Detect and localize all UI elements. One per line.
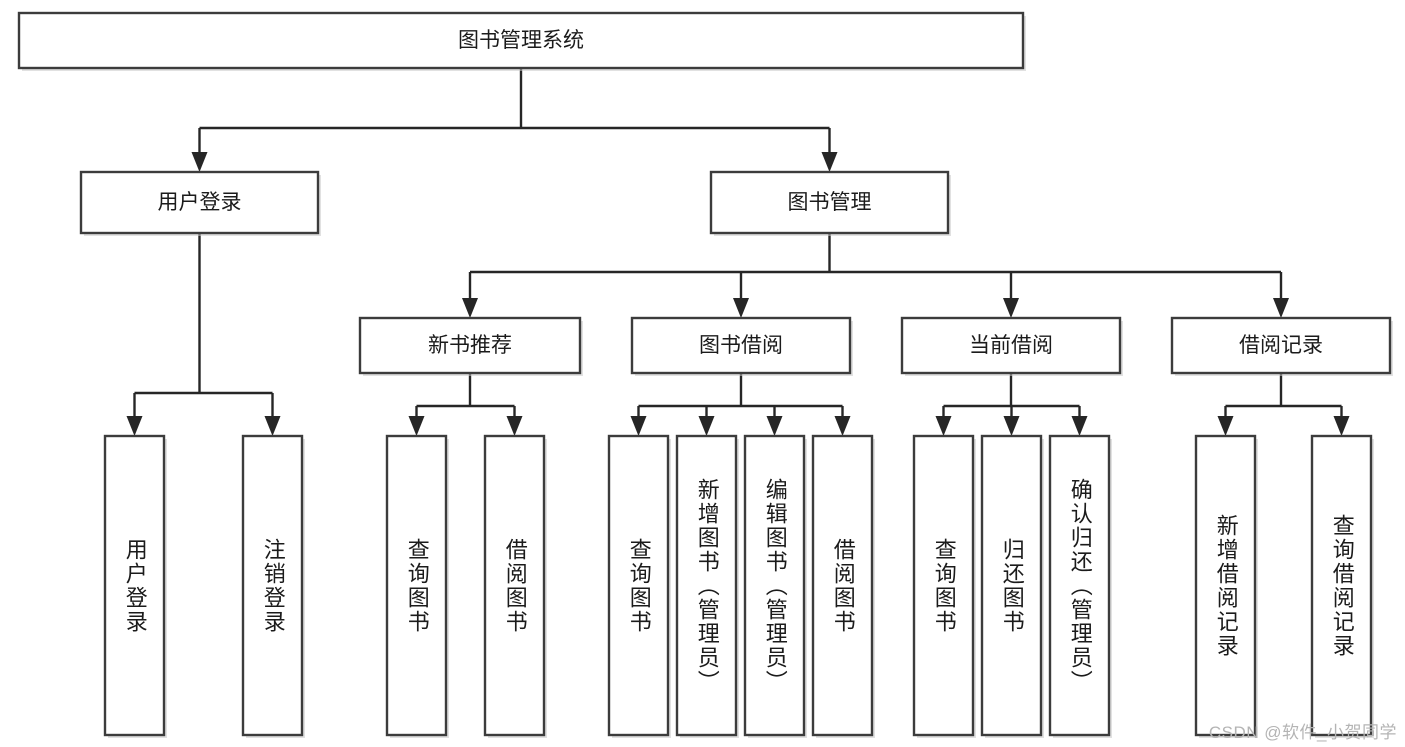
node-leaf-2[interactable] [385, 434, 449, 738]
node-leaf-11[interactable] [1194, 434, 1258, 738]
node-level3-1[interactable] [630, 316, 853, 376]
arrow-head-icon [1071, 416, 1088, 436]
arrow-head-icon [630, 416, 647, 436]
arrow-head-icon [506, 416, 523, 436]
node-leaf-1[interactable] [241, 434, 305, 738]
node-rect[interactable] [17, 11, 1025, 70]
node-leaf-10[interactable] [1048, 434, 1112, 738]
node-label: 当前借阅 [969, 334, 1053, 357]
node-leaf-8[interactable] [912, 434, 976, 738]
node-label: 图书管理系统 [458, 29, 584, 52]
node-rect[interactable] [980, 434, 1043, 737]
node-leaf-3[interactable] [483, 434, 547, 738]
node-rect[interactable] [912, 434, 975, 737]
arrow-head-icon [462, 298, 478, 318]
node-label: 图书管理 [788, 191, 872, 214]
node-level2-0[interactable] [79, 170, 321, 236]
node-rect[interactable] [900, 316, 1122, 375]
node-label: 图书借阅 [699, 334, 783, 357]
node-leaf-5[interactable] [675, 434, 739, 738]
node-rect[interactable] [743, 434, 806, 737]
arrow-head-icon [126, 416, 143, 436]
csdn-watermark: CSDN @软件_小贺同学 [1208, 723, 1397, 742]
node-rect[interactable] [483, 434, 546, 737]
node-box-layer [17, 11, 1393, 738]
arrow-head-icon [698, 416, 715, 436]
node-rect[interactable] [811, 434, 874, 737]
node-leaf-12[interactable] [1310, 434, 1374, 738]
node-level3-0[interactable] [358, 316, 583, 376]
node-rect[interactable] [1048, 434, 1111, 737]
node-level3-2[interactable] [900, 316, 1123, 376]
node-rect[interactable] [630, 316, 852, 375]
node-rect[interactable] [385, 434, 448, 737]
node-root-0[interactable] [17, 11, 1026, 71]
arrow-head-icon [1217, 416, 1234, 436]
arrow-head-icon [935, 416, 952, 436]
node-rect[interactable] [1170, 316, 1392, 375]
node-rect[interactable] [103, 434, 166, 737]
node-leaf-9[interactable] [980, 434, 1044, 738]
arrow-head-icon [1333, 416, 1350, 436]
node-leaf-4[interactable] [607, 434, 671, 738]
connector-layer [126, 68, 1350, 436]
node-rect[interactable] [1194, 434, 1257, 737]
arrow-head-icon [191, 152, 208, 172]
node-level2-1[interactable] [709, 170, 951, 236]
node-rect[interactable] [79, 170, 320, 235]
node-level3-3[interactable] [1170, 316, 1393, 376]
arrow-head-icon [408, 416, 425, 436]
node-rect[interactable] [709, 170, 950, 235]
arrow-head-icon [264, 416, 281, 436]
node-leaf-0[interactable] [103, 434, 167, 738]
node-leaf-7[interactable] [811, 434, 875, 738]
node-rect[interactable] [675, 434, 738, 737]
node-label: 新书推荐 [428, 334, 512, 357]
node-rect[interactable] [358, 316, 582, 375]
node-rect[interactable] [607, 434, 670, 737]
node-label: 用户登录 [158, 191, 242, 214]
node-rect[interactable] [1310, 434, 1373, 737]
arrow-head-icon [733, 298, 749, 318]
arrow-head-icon [766, 416, 783, 436]
node-rect[interactable] [241, 434, 304, 737]
node-leaf-6[interactable] [743, 434, 807, 738]
arrow-head-icon [834, 416, 851, 436]
arrow-head-icon [1003, 416, 1020, 436]
arrow-head-icon [1003, 298, 1019, 318]
arrow-head-icon [1273, 298, 1289, 318]
arrow-head-icon [821, 152, 838, 172]
node-label: 借阅记录 [1239, 334, 1323, 357]
